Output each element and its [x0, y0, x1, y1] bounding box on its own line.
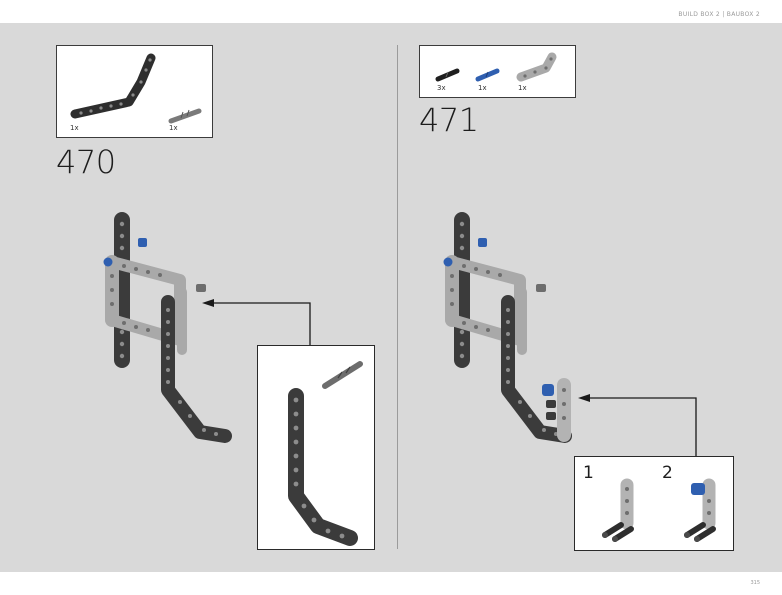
axle-pin-grey-icon	[168, 108, 202, 124]
bent-liftarm-black-icon	[70, 53, 156, 119]
part-qty: 1x	[70, 124, 79, 132]
axle-pin-insert-icon	[322, 361, 363, 389]
angled-liftarm-light-grey-icon	[516, 52, 557, 82]
parts-list-step-470: 1x 1x	[56, 45, 213, 138]
callout-arrow-step-471	[578, 394, 697, 456]
friction-pin-black-icon	[435, 68, 460, 82]
sub-assembly-callout-step-471: 1 2	[574, 456, 734, 551]
parts-list-step-471: 3x 1x 1x	[419, 45, 576, 98]
sub-step-number: 2	[662, 463, 673, 483]
part-qty: 3x	[437, 84, 446, 92]
axle-pin-blue-icon	[475, 68, 500, 82]
model-assembly-step-471	[443, 212, 572, 443]
sub-step-number: 1	[583, 463, 594, 483]
angled-liftarm-with-pins-icon	[602, 478, 634, 542]
page-number: 315	[750, 580, 760, 586]
bent-liftarm-black-icon	[288, 388, 358, 546]
step-number-470: 470	[56, 143, 116, 181]
model-assembly-step-470	[103, 212, 232, 443]
step-divider	[397, 45, 398, 549]
part-qty: 1x	[169, 124, 178, 132]
part-qty: 1x	[518, 84, 527, 92]
step-number-471: 471	[419, 101, 479, 139]
part-qty: 1x	[478, 84, 487, 92]
callout-arrow-step-470	[202, 299, 311, 346]
sub-assembly-callout-step-470	[257, 345, 375, 550]
book-header: BUILD BOX 2 | BAUBOX 2	[678, 11, 760, 18]
angled-liftarm-with-blue-pin-icon	[684, 478, 716, 542]
